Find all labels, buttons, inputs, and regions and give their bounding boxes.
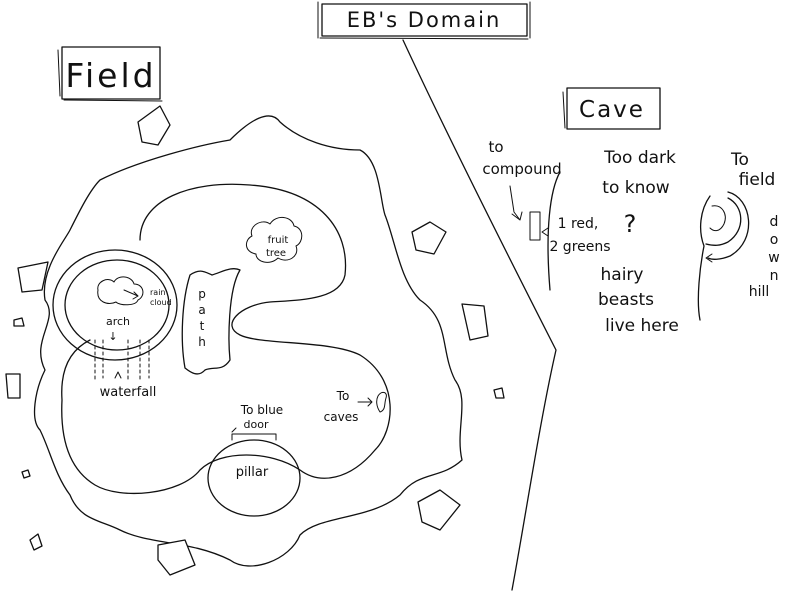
arch-arrow: ↓ <box>108 330 117 343</box>
divider-line <box>402 39 557 591</box>
fruit-tree-shape <box>246 217 303 263</box>
rain-cloud-label-2: cloud <box>150 298 172 307</box>
path-letter-h: h <box>198 335 206 349</box>
down-letter-d: d <box>770 214 779 230</box>
field-heading-box: Field <box>57 46 163 102</box>
fruit-tree-label-2: tree <box>266 248 286 259</box>
to-compound-arrow <box>509 185 523 221</box>
blue-door-label-2: door <box>244 418 269 431</box>
hairy-label-3: live here <box>605 316 679 336</box>
field-outer-boundary <box>33 115 463 567</box>
to-caves-label-2: caves <box>324 410 359 424</box>
arch-outer-ring <box>52 249 178 361</box>
title-banner: EB's Domain <box>317 1 531 40</box>
to-caves-label-1: To <box>336 389 350 403</box>
compound-entrance <box>529 211 541 241</box>
cave-left-wall <box>547 171 561 291</box>
red-greens-label-1: 1 red, <box>558 216 599 232</box>
arch-label: arch <box>106 315 130 328</box>
to-field-label-1: To <box>730 150 749 170</box>
field-heading: Field <box>65 56 156 95</box>
waterfall-lines <box>94 339 150 381</box>
path-letter-a: a <box>198 303 205 317</box>
path-letter-p: p <box>198 287 206 301</box>
red-greens-arrow <box>541 227 549 237</box>
down-letter-o: o <box>770 232 779 248</box>
to-compound-label-2: compound <box>482 160 561 178</box>
cave-heading: Cave <box>579 97 645 123</box>
path-strip <box>181 268 241 375</box>
rocks <box>5 105 505 576</box>
hairy-label-1: hairy <box>601 265 644 285</box>
blue-door-marker <box>231 427 277 441</box>
pillar-circle <box>207 439 301 517</box>
fruit-tree-label-1: fruit <box>268 235 289 246</box>
waterfall-label: waterfall <box>100 385 157 400</box>
to-caves-entrance <box>376 391 387 413</box>
red-greens-label-2: 2 greens <box>549 239 610 255</box>
cave-right-wall <box>697 195 711 321</box>
field-inner-region <box>61 183 391 494</box>
blue-door-label-1: To blue <box>240 403 283 417</box>
title-text: EB's Domain <box>347 8 502 32</box>
to-field-entrance <box>709 205 726 232</box>
too-dark-label-2: to know <box>602 178 669 198</box>
rain-cloud-label-1: rain <box>150 288 165 297</box>
hill-label: hill <box>749 284 770 300</box>
down-letter-w: w <box>768 250 779 266</box>
to-caves-arrow <box>357 397 373 407</box>
down-letter-n: n <box>770 268 779 284</box>
to-field-curve-outer <box>707 191 750 260</box>
to-compound-label-1: to <box>488 138 503 156</box>
rain-cloud-shape <box>97 276 144 306</box>
cave-heading-box: Cave <box>562 87 661 130</box>
path-letter-t: t <box>200 319 205 333</box>
to-field-curve-inner <box>705 197 742 246</box>
question-mark: ? <box>624 210 637 238</box>
pillar-label: pillar <box>236 465 269 480</box>
hairy-label-2: beasts <box>598 290 654 310</box>
to-field-label-2: field <box>739 170 776 190</box>
arch-inner-ring <box>64 259 170 351</box>
too-dark-label-1: Too dark <box>603 148 676 168</box>
